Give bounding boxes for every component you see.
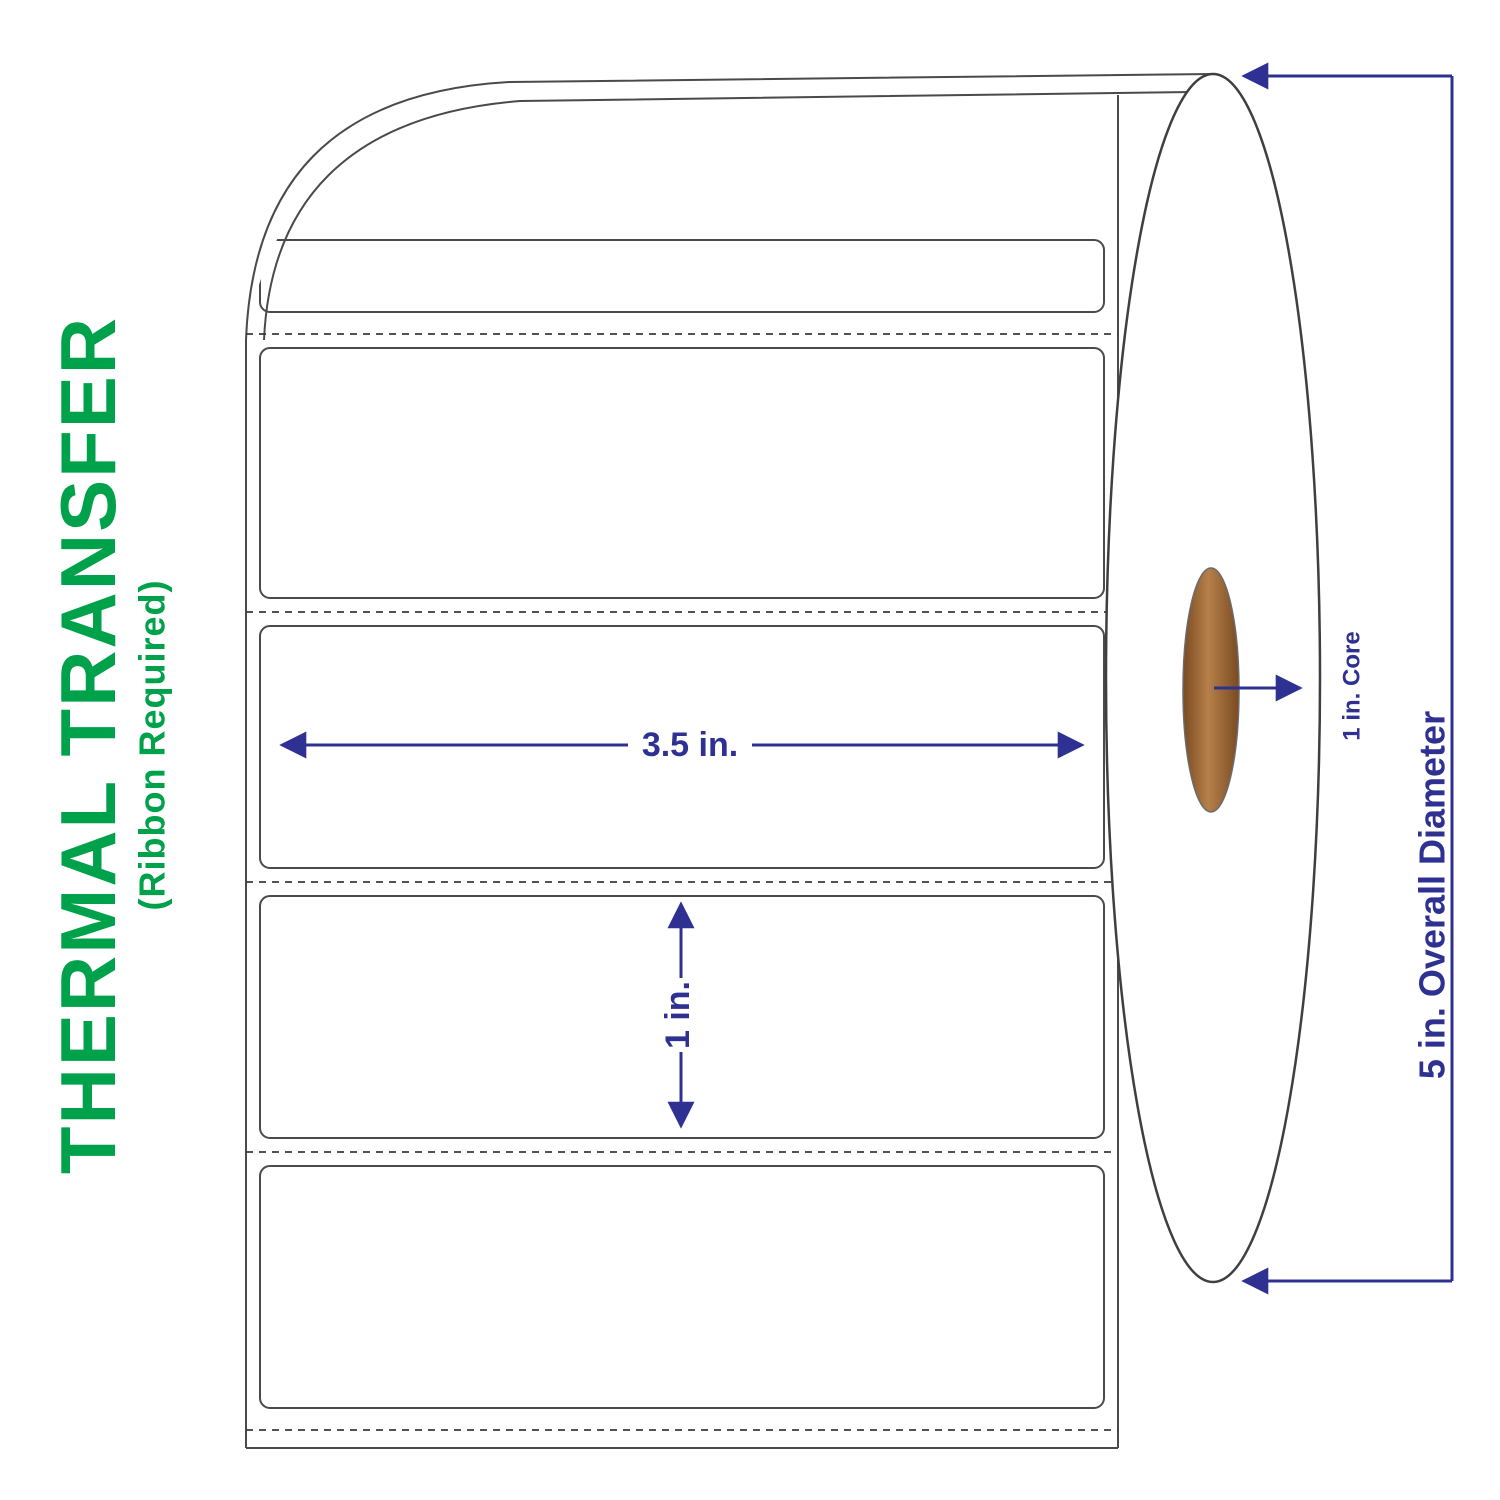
label-cell-partial	[259, 239, 1105, 313]
core-size-value: 1 in. Core	[1339, 631, 1366, 740]
dimension-overall-diameter: 5 in. Overall Diameter	[1241, 62, 1454, 1295]
roll-core	[1182, 567, 1240, 813]
label-cell	[259, 1165, 1105, 1409]
overall-diameter-value: 5 in. Overall Diameter	[1412, 711, 1453, 1079]
strip-outer-edge	[245, 73, 1214, 1448]
label-height-value: 1 in.	[659, 981, 697, 1049]
dimension-label-height: 1 in.	[659, 901, 697, 1129]
ribbon-required-subtitle: (Ribbon Required)	[132, 580, 173, 911]
strip-inner-edge	[263, 91, 1193, 341]
label-cell	[259, 347, 1105, 599]
dimension-core: 1 in. Core	[1214, 631, 1366, 741]
dimension-label-width: 3.5 in.	[279, 726, 1085, 764]
label-width-value: 3.5 in.	[642, 726, 738, 764]
label-cell	[259, 895, 1105, 1139]
label-cell	[259, 625, 1105, 869]
product-type-title: THERMAL TRANSFER	[44, 316, 132, 1174]
